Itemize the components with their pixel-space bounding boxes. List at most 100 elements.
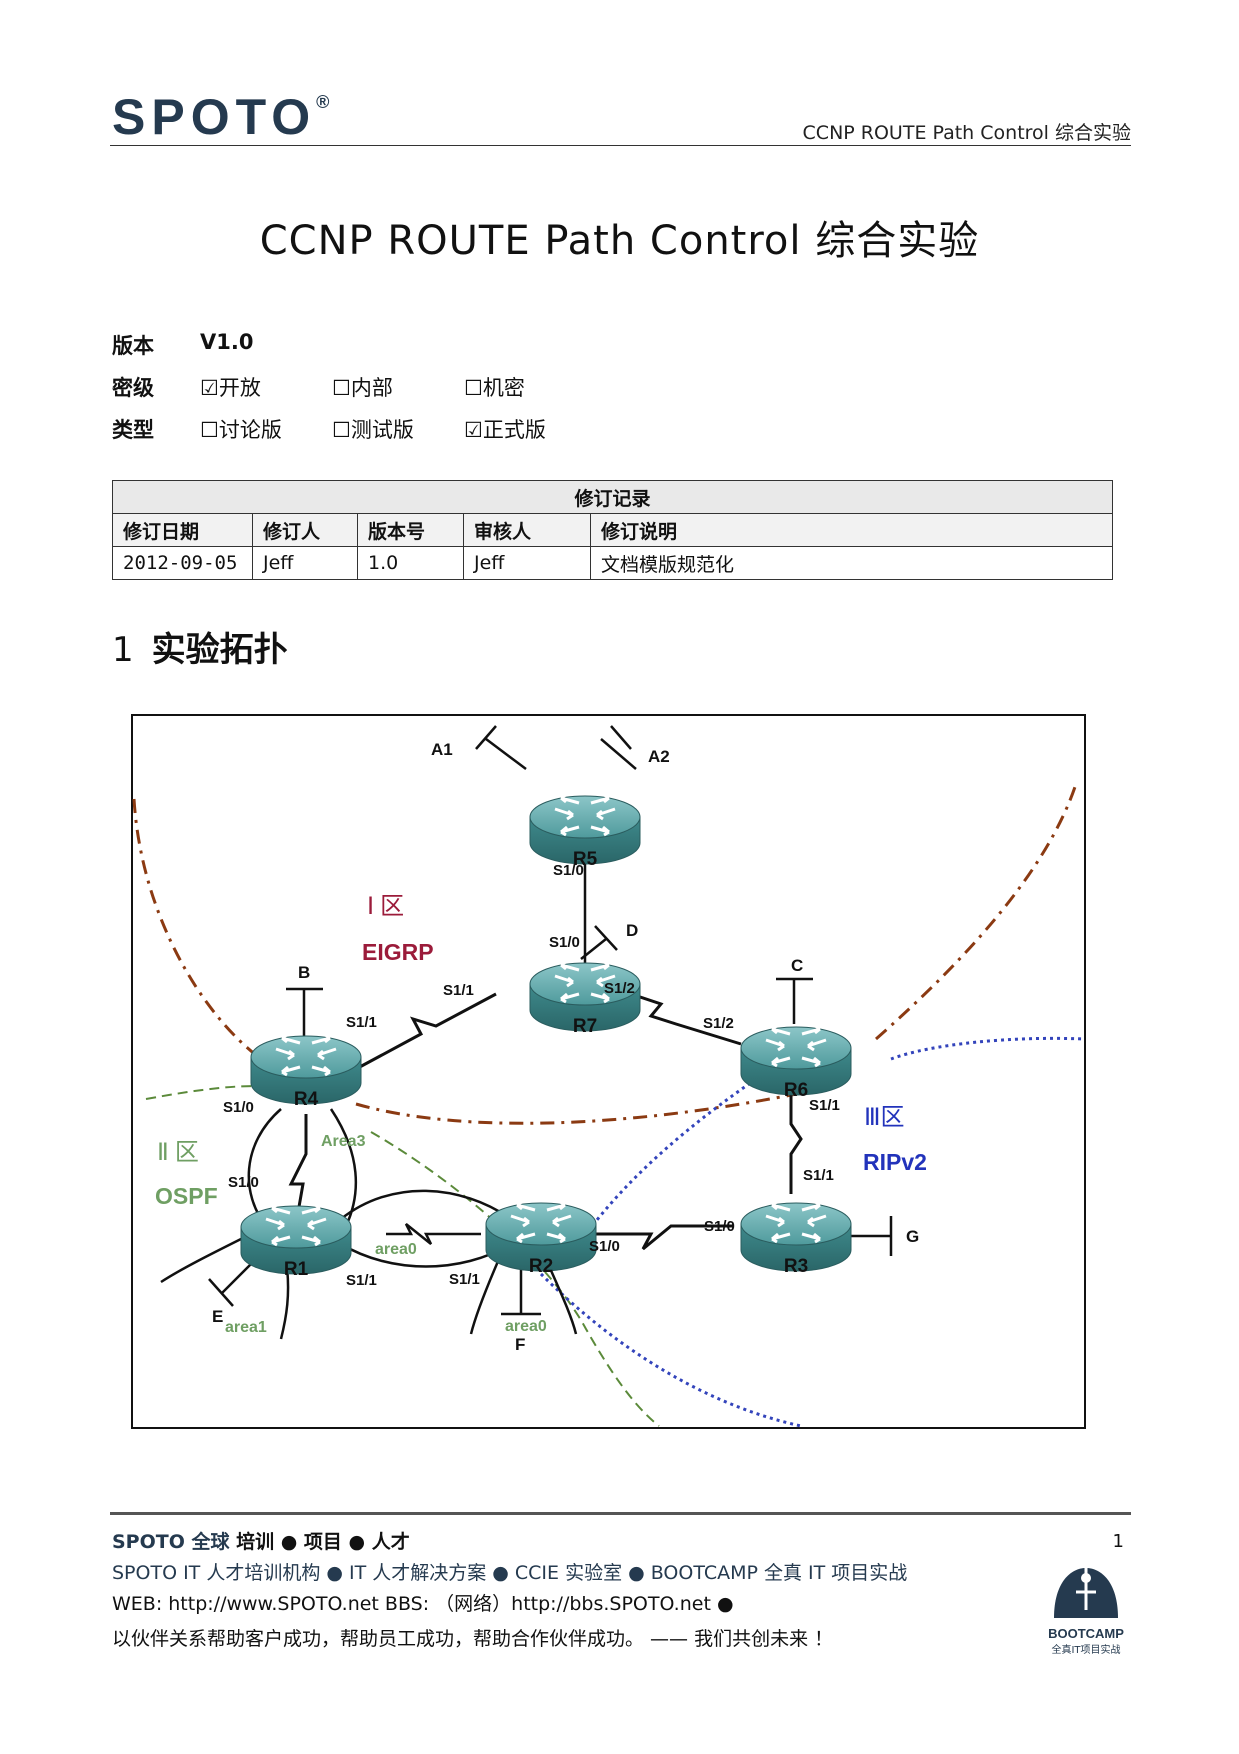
area-label-area0-link: area0 <box>375 1241 417 1258</box>
router-label: R1 <box>284 1259 309 1280</box>
interface-label: S1/1 <box>803 1167 834 1184</box>
type-option-official[interactable]: ☑正式版 <box>464 418 546 442</box>
host-label-g: G <box>906 1227 919 1246</box>
area-label-area0-f: area0 <box>505 1318 547 1335</box>
rip-boundary-right <box>890 1036 1085 1061</box>
type-option-discussion[interactable]: ☐讨论版 <box>200 418 282 442</box>
area-label-area3: Area3 <box>321 1133 366 1150</box>
host-label-e: E <box>212 1307 223 1326</box>
bootcamp-logo: BOOTCAMP 全真IT项目实战 <box>1040 1560 1132 1656</box>
interface-label: S1/2 <box>604 980 635 997</box>
zone-i-label: Ⅰ 区 <box>367 894 404 920</box>
footer-line-1: SPOTO 全球 培训 ● 项目 ● 人才 <box>112 1527 907 1558</box>
host-label-d: D <box>626 921 638 940</box>
interface-label: S1/1 <box>809 1097 840 1114</box>
secret-option-open[interactable]: ☑开放 <box>200 376 261 400</box>
document-title: CCNP ROUTE Path Control 综合实验 <box>259 218 980 264</box>
footer-brand: SPOTO 全球 <box>112 1531 230 1553</box>
router-r4[interactable]: R4 <box>249 1032 363 1110</box>
serial-link-r4-r1 <box>288 1114 308 1225</box>
host-label-c: C <box>791 956 803 975</box>
zone-ii-label: Ⅱ 区 <box>157 1140 199 1166</box>
host-stub-b <box>286 987 323 1039</box>
interface-label: S1/0 <box>553 862 584 879</box>
table-cell: Jeff <box>463 546 591 580</box>
type-option-test[interactable]: ☐测试版 <box>332 418 414 442</box>
page-footer: SPOTO 全球 培训 ● 项目 ● 人才 SPOTO IT 人才培训机构 ● … <box>112 1527 907 1655</box>
zone-iii-label: Ⅲ区 <box>864 1105 905 1131</box>
rip-boundary-diagonal <box>584 1077 757 1235</box>
table-cell: 文档模版规范化 <box>590 546 1113 580</box>
host-label-a2: A2 <box>648 747 670 766</box>
column-header: 修订人 <box>252 513 358 547</box>
footer-slogan: 培训 ● 项目 ● 人才 <box>229 1531 410 1553</box>
helmet-icon <box>1054 1562 1118 1618</box>
spoto-logo: SPOTO® <box>112 88 329 146</box>
page-number: 1 <box>1112 1531 1124 1552</box>
router-r6[interactable]: R6 <box>739 1023 853 1101</box>
meta-secret-key: 密级 <box>112 376 154 400</box>
interface-label: S1/1 <box>443 982 474 999</box>
zone-ii-protocol: OSPF <box>155 1183 218 1209</box>
area-label-area1: area1 <box>225 1319 267 1336</box>
interface-label: S1/1 <box>346 1014 377 1031</box>
router-r3[interactable]: R3 <box>739 1199 853 1277</box>
column-header: 审核人 <box>463 513 591 547</box>
interface-label: S1/0 <box>223 1099 254 1116</box>
serial-link-r2-r3 <box>571 1224 733 1251</box>
link-r6-r3 <box>789 1089 803 1194</box>
serial-link-r4-r7 <box>355 992 497 1071</box>
bootcamp-subtitle: 全真IT项目实战 <box>1051 1645 1121 1656</box>
host-label-f: F <box>515 1335 525 1354</box>
section-title-text: 实验拓扑 <box>151 630 288 670</box>
document-meta: 版本 V1.0 密级 ☑开放 ☐内部 ☐机密 类型 ☐讨论版 ☐测试版 ☑正式版 <box>112 330 812 456</box>
column-header: 版本号 <box>357 513 464 547</box>
header-rule <box>110 145 1131 146</box>
secret-option-internal[interactable]: ☐内部 <box>332 376 393 400</box>
table-cell: 1.0 <box>357 546 464 580</box>
router-r5[interactable]: R5 <box>528 792 642 870</box>
router-label: R3 <box>784 1256 808 1277</box>
eigrp-boundary-right <box>875 783 1078 1041</box>
meta-version-key: 版本 <box>112 334 154 358</box>
column-header: 修订说明 <box>590 513 1113 547</box>
meta-type-key: 类型 <box>112 418 154 442</box>
footer-line-2: SPOTO IT 人才培训机构 ● IT 人才解决方案 ● CCIE 实验室 ●… <box>112 1562 908 1584</box>
interface-label: S1/0 <box>228 1174 259 1191</box>
router-r2[interactable]: R2 <box>484 1199 598 1277</box>
router-label: R6 <box>784 1080 808 1101</box>
zone-i-protocol: EIGRP <box>362 939 434 965</box>
footer-rule <box>110 1512 1131 1515</box>
interface-label: S1/2 <box>703 1015 734 1032</box>
secret-option-confidential[interactable]: ☐机密 <box>464 376 525 400</box>
interface-label: S1/0 <box>704 1218 735 1235</box>
router-label: R5 <box>573 849 598 870</box>
footer-line-3[interactable]: WEB: http://www.SPOTO.net BBS: （网络）http:… <box>112 1593 734 1615</box>
table-cell: 2012-09-05 <box>112 546 253 580</box>
meta-version-row: 版本 V1.0 <box>112 330 812 372</box>
router-r1[interactable]: R1 <box>239 1202 353 1280</box>
interface-label: S1/0 <box>549 934 580 951</box>
interface-label: S1/1 <box>346 1272 377 1289</box>
serial-link-r1-r2 <box>386 1223 481 1245</box>
logo-registered-mark: ® <box>316 92 330 112</box>
section-heading: 1 实验拓扑 <box>112 622 288 671</box>
host-label-b: B <box>298 963 310 982</box>
revision-table: 修订记录 修订日期 修订人 版本号 审核人 修订说明 2012-09-05 Je… <box>112 480 1113 580</box>
host-stub-c <box>776 977 813 1024</box>
router-label: R4 <box>294 1089 319 1110</box>
logo-text: SPOTO <box>112 89 317 145</box>
host-stub-a1 <box>475 725 527 770</box>
network-topology-diagram: R5 R7 R4 R6 R1 R2 R3 A1 A2 B C D E F G S… <box>131 714 1086 1429</box>
column-header: 修订日期 <box>112 513 253 547</box>
meta-secret-row: 密级 ☑开放 ☐内部 ☐机密 <box>112 372 812 414</box>
section-number: 1 <box>112 630 134 670</box>
zone-iii-protocol: RIPv2 <box>863 1149 927 1175</box>
router-r7[interactable]: R7 <box>528 959 642 1037</box>
bootcamp-title: BOOTCAMP <box>1048 1626 1124 1641</box>
table-row: 2012-09-05 Jeff 1.0 Jeff 文档模版规范化 <box>112 546 1113 580</box>
ospf-boundary-diagonal <box>370 1131 660 1427</box>
meta-version-value: V1.0 <box>200 330 254 354</box>
host-stub-a2 <box>600 725 637 770</box>
footer-line-4: 以伙伴关系帮助客户成功，帮助员工成功，帮助合作伙伴成功。 —— 我们共创未来 ！ <box>112 1628 834 1650</box>
